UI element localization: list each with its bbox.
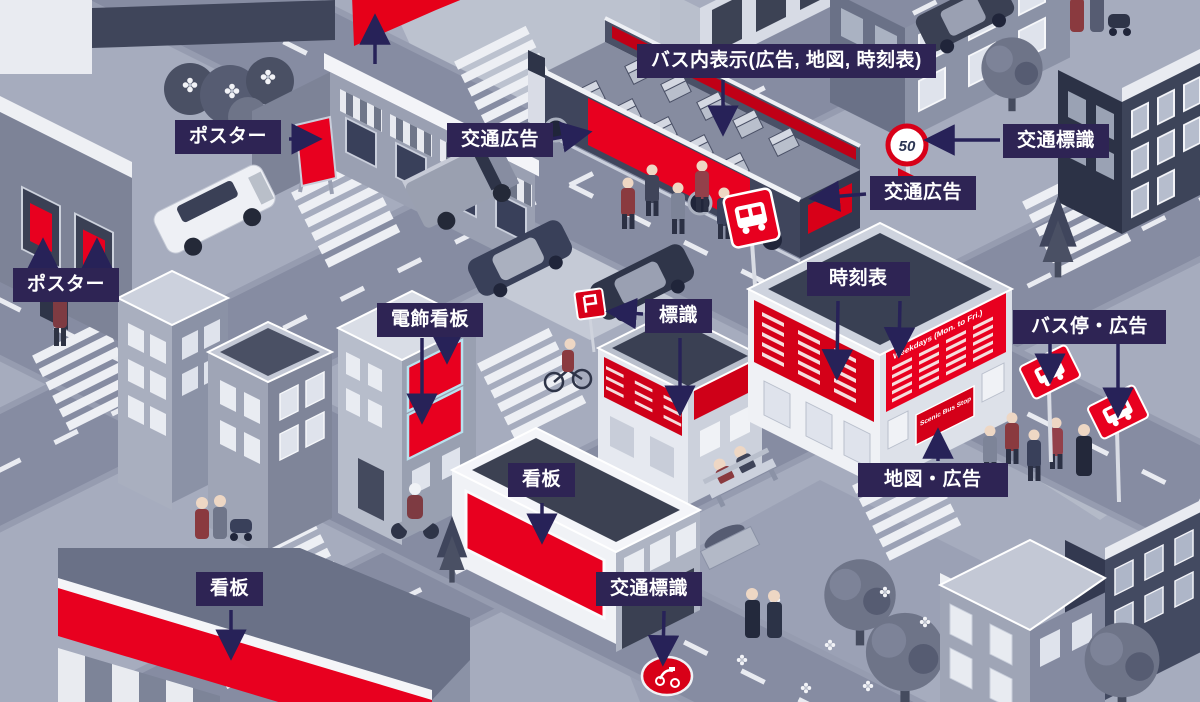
bench [702, 446, 779, 508]
label-signboard-bottom: 看板 [196, 572, 264, 606]
label-poster-top: ポスター [175, 120, 282, 154]
waiting-queue [983, 412, 1092, 481]
businessmen [745, 588, 782, 638]
building-bottomright [937, 538, 1107, 702]
parking-sign [573, 287, 607, 353]
label-map-ad: 地図・広告 [858, 463, 1008, 497]
ground-traffic-sign [640, 655, 694, 697]
label-timetable: 時刻表 [807, 262, 910, 296]
label-sign: 標識 [645, 299, 713, 333]
label-poster-left: ポスター [13, 268, 120, 302]
awning [58, 648, 220, 702]
label-traffic-sign-bottom: 交通標識 [596, 572, 703, 606]
cyclist [543, 338, 593, 393]
label-bus-interior-display: バス内表示(広告, 地図, 時刻表) [637, 44, 936, 78]
suv [915, 0, 1015, 54]
label-bus-stop-ad: バス停・広告 [1013, 310, 1167, 344]
minivan [153, 164, 276, 256]
bus-stop-sign-center [722, 187, 781, 301]
scooter [391, 483, 439, 539]
stroller-group-left [195, 495, 252, 541]
label-transit-ad-rear: 交通広告 [870, 176, 977, 210]
label-transit-ad-side: 交通広告 [447, 123, 554, 157]
background-buildings-top [660, 0, 1200, 234]
stroller-group-topright [1070, 0, 1131, 36]
bus-side-ad [588, 98, 750, 226]
label-traffic-sign-top: 交通標識 [1003, 124, 1110, 158]
billboard-building [449, 426, 703, 652]
svg-text:50: 50 [899, 138, 916, 155]
parked-car-1 [467, 220, 573, 298]
label-signboard-center: 看板 [508, 463, 576, 497]
label-illuminated-signboard: 電飾看板 [377, 303, 484, 337]
building-midleft-back [115, 269, 231, 511]
timetable-board-right [886, 291, 1006, 412]
planter [699, 524, 761, 571]
building-midleft-front [205, 320, 335, 558]
a-frame-poster-sign [294, 115, 338, 195]
